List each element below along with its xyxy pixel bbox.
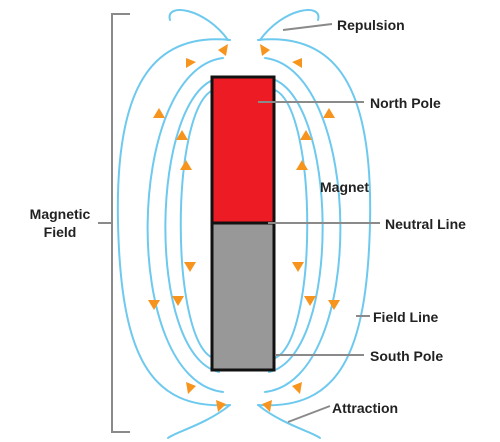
label-magnetic: Magnetic: [29, 206, 91, 222]
label-field-line: Field Line: [373, 309, 439, 325]
field-line-top-right: [259, 9, 320, 41]
magnetic-field-bracket: [98, 13, 130, 433]
arrow-icon: [186, 58, 196, 68]
arrow-icon: [304, 296, 316, 306]
label-field: Field: [43, 224, 77, 240]
arrow-icon: [292, 382, 302, 394]
field-line-left-1: [179, 89, 214, 359]
arrow-icon: [184, 262, 196, 272]
label-repulsion: Repulsion: [337, 17, 405, 33]
arrow-icon: [300, 130, 312, 140]
label-north-pole: North Pole: [370, 95, 441, 111]
arrow-icon: [176, 130, 188, 140]
arrow-icon: [292, 58, 302, 68]
field-line-right-1: [274, 89, 309, 359]
leader-repulsion: [282, 23, 333, 31]
north-pole: [210, 75, 276, 225]
arrow-icon: [172, 296, 184, 306]
arrow-icon: [153, 108, 165, 118]
arrow-icon: [260, 44, 270, 56]
label-magnet: Magnet: [320, 179, 369, 195]
field-line-top-left: [168, 9, 229, 41]
south-pole: [210, 221, 276, 372]
label-south-pole: South Pole: [370, 348, 444, 364]
field-line-bottom-right: [257, 404, 321, 439]
field-line-bottom-left: [167, 404, 231, 439]
arrow-icon: [328, 300, 340, 310]
field-line-left-2: [164, 77, 220, 373]
arrow-icon: [292, 262, 304, 272]
arrow-icon: [296, 160, 308, 170]
field-line-outer-left: [116, 38, 231, 407]
arrow-icon: [148, 300, 160, 310]
arrow-icon: [180, 160, 192, 170]
arrow-icon: [216, 400, 226, 412]
arrow-icon: [323, 108, 335, 118]
label-neutral-line: Neutral Line: [385, 216, 466, 232]
arrow-icon: [186, 382, 196, 394]
field-line-right-3: [264, 57, 342, 393]
arrow-icon: [262, 400, 272, 412]
label-attraction: Attraction: [332, 400, 399, 416]
label-magnetic-field: Magnetic Field: [20, 205, 100, 241]
arrow-icon: [218, 44, 228, 56]
field-arrows: [148, 44, 340, 412]
bar-magnet: [210, 75, 276, 372]
leader-attraction: [287, 405, 331, 423]
leader-lines: [258, 23, 380, 423]
field-line-left-3: [146, 57, 224, 393]
